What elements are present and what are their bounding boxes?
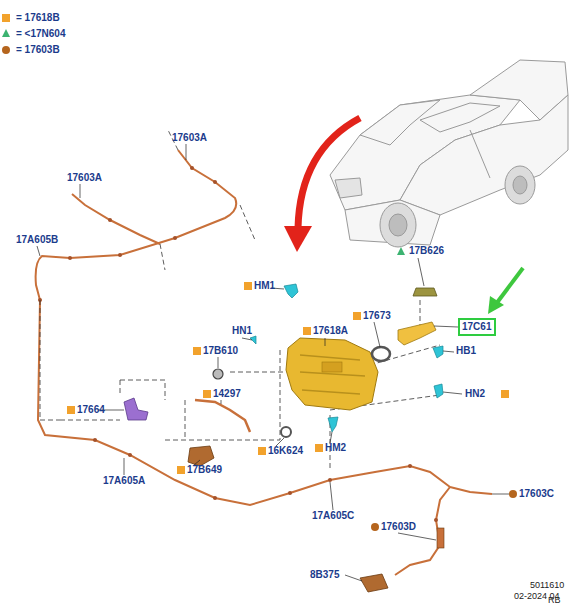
legend-text: = 17618B: [16, 12, 60, 24]
seal-ring: [372, 347, 390, 361]
legend-swatch: [2, 14, 10, 22]
callout-number: 16K624: [268, 445, 303, 457]
callout-number: 5011610: [530, 579, 564, 591]
wire-harness: [36, 150, 492, 575]
callout-number: 17C61: [462, 321, 492, 333]
callout-number: 8B375: [310, 569, 339, 581]
brown-bracket: [188, 446, 214, 466]
callout-number: 17603A: [172, 132, 207, 144]
jumper-harness: [195, 400, 250, 432]
label-markers: [67, 247, 517, 531]
callout-number: 17603D: [381, 521, 416, 533]
wheel-sensor: [360, 574, 388, 592]
legend-text: = 17603B: [16, 44, 60, 56]
leader-lines: [37, 144, 513, 581]
callout-number: 17673: [363, 310, 391, 322]
callout-number: HN1: [232, 325, 252, 337]
callout-number: 17A605B: [16, 234, 58, 246]
callout-number: 17664: [77, 404, 105, 416]
callout-number: HM1: [254, 280, 275, 292]
wire-clips: [38, 166, 438, 522]
purple-bracket: [124, 398, 148, 420]
callout-number: 17B649: [187, 464, 222, 476]
green-arrow: [496, 268, 523, 304]
sensor-body: [437, 528, 444, 548]
sensor-part: [398, 322, 436, 345]
control-module: [286, 338, 378, 410]
green-arrowhead: [488, 296, 504, 314]
legend-text: = <17N604: [16, 28, 66, 40]
legend-circle: [2, 46, 10, 54]
cap-part: [413, 288, 437, 296]
callout-number: 17B610: [203, 345, 238, 357]
callout-number: RB: [548, 594, 561, 606]
red-arrowhead: [284, 226, 312, 252]
callout-number: 17603A: [67, 172, 102, 184]
callout-number: 17B626: [409, 245, 444, 257]
red-arrow: [298, 118, 360, 228]
callout-number: 14297: [213, 388, 241, 400]
callout-number: 17A605A: [103, 475, 145, 487]
highlight-box: 17C61: [458, 318, 496, 336]
callout-number: 17A605C: [312, 510, 354, 522]
callout-number: 17603C: [519, 488, 554, 500]
callout-number: HB1: [456, 345, 476, 357]
clips: [250, 284, 443, 432]
grommet: [213, 369, 223, 379]
legend-triangle: [2, 29, 10, 37]
callout-number: HN2: [465, 388, 485, 400]
washer: [281, 427, 291, 437]
callout-number: 17618A: [313, 325, 348, 337]
callout-number: HM2: [325, 442, 346, 454]
routing-lines: [40, 130, 440, 470]
truck-illustration: [330, 60, 568, 247]
